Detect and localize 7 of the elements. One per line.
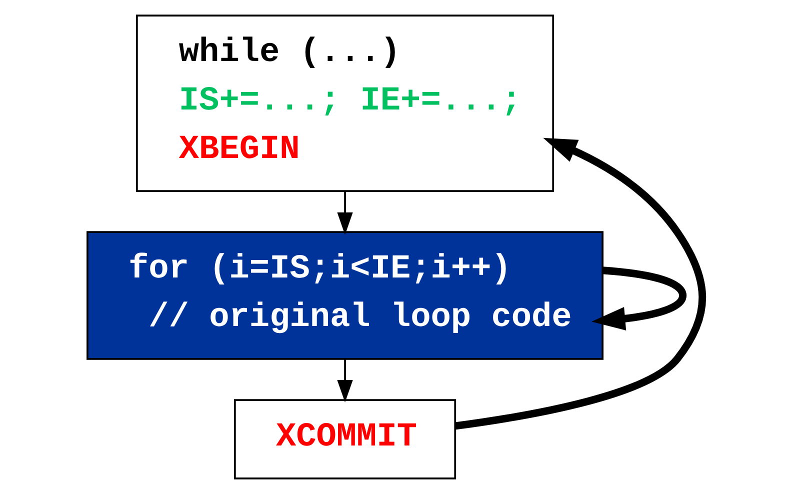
node-box: while (...) IS+=...; IE+=...; XBEGIN xyxy=(136,14,554,192)
node-box: XCOMMIT xyxy=(233,399,456,480)
arrow xyxy=(336,359,352,402)
arrow xyxy=(454,138,706,430)
arrow xyxy=(591,266,686,330)
arrow xyxy=(336,191,352,235)
node-box: for (i=IS;i<IE;i++) // original loop code xyxy=(86,231,603,360)
